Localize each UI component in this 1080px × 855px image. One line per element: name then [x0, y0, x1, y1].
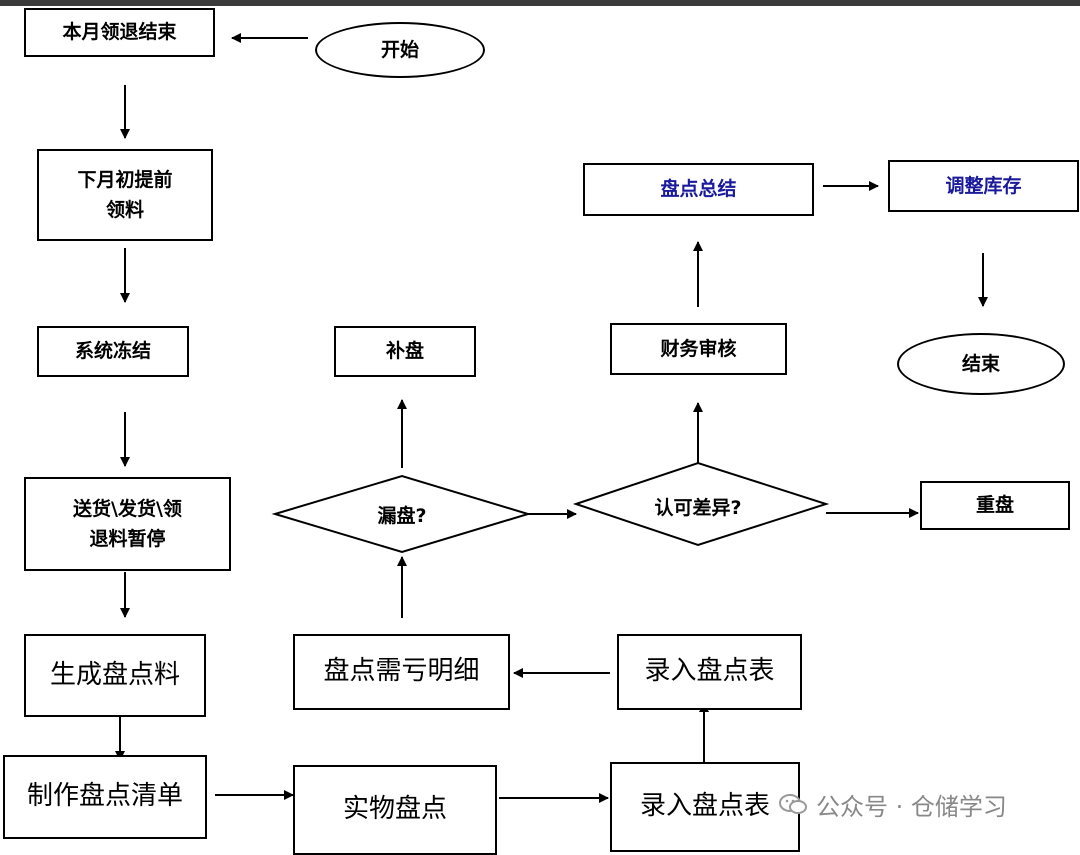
watermark: 公众号 · 仓储学习: [778, 784, 1007, 824]
node-supplement: 补盘: [334, 326, 476, 377]
node-variance-detail: 盘点需亏明细: [293, 634, 510, 710]
node-freeze: 系统冻结: [37, 326, 189, 377]
node-physical: 实物盘点: [293, 765, 497, 855]
node-end: 结束: [897, 333, 1065, 395]
node-summary: 盘点总结: [583, 163, 814, 216]
node-next-month: 下月初提前 领料: [37, 149, 213, 241]
decision-accept-label: 认可差异?: [654, 496, 742, 519]
node-adjust: 调整库存: [888, 160, 1079, 212]
node-make-list: 制作盘点清单: [3, 755, 207, 839]
node-entry-bottom: 录入盘点表: [610, 762, 800, 852]
wechat-icon: [779, 794, 807, 814]
node-start: 开始: [315, 22, 485, 78]
watermark-text: 公众号 · 仓储学习: [816, 792, 1007, 821]
node-entry-mid: 录入盘点表: [617, 634, 802, 710]
node-gen-material: 生成盘点料: [24, 634, 206, 717]
node-suspend: 送货\发货\领 退料暂停: [24, 477, 231, 571]
node-month-end: 本月领退结束: [24, 8, 215, 57]
decision-missed-shape: [271, 474, 532, 554]
node-finance-review: 财务审核: [610, 323, 787, 375]
node-recount: 重盘: [920, 481, 1070, 530]
decision-accept-shape: [572, 461, 830, 547]
top-edge-bar: [0, 0, 1080, 6]
decision-missed-label: 漏盘?: [377, 504, 427, 527]
